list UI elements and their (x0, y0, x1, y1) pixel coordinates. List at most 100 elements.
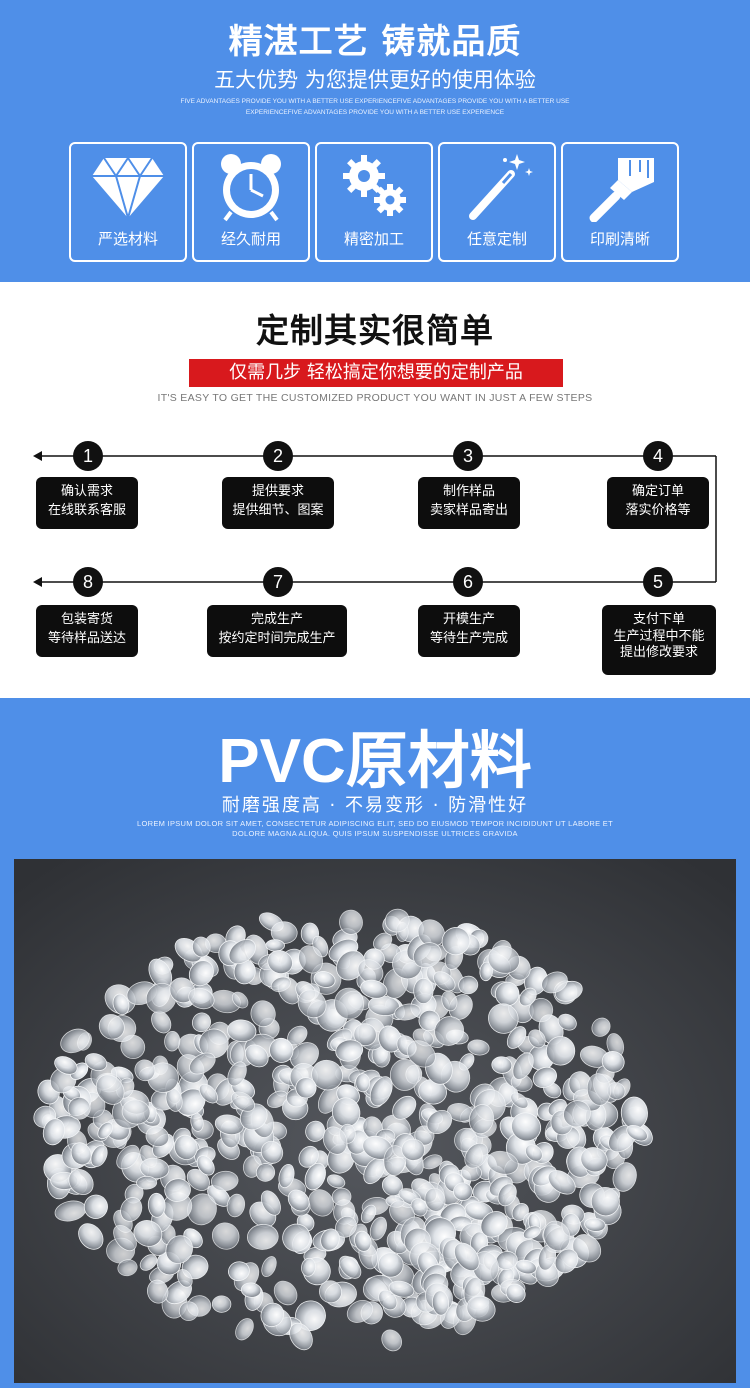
pellet (580, 1147, 608, 1173)
pellet (458, 975, 479, 995)
pellet (112, 993, 130, 1016)
pellet (164, 1031, 181, 1052)
magic-wand-icon (440, 152, 554, 222)
pellet (265, 939, 285, 952)
pellet (431, 1290, 450, 1316)
pellet (441, 990, 458, 1012)
pellet (522, 1225, 541, 1240)
feature-card-material: 严选材料 (69, 142, 187, 262)
pellet (227, 1019, 257, 1043)
pellet (68, 1168, 94, 1196)
pellet (198, 1083, 219, 1104)
pellet (572, 1234, 602, 1263)
pellet (378, 1289, 398, 1311)
pellet (505, 1283, 526, 1303)
pellet (308, 1189, 334, 1217)
pellet (70, 1142, 92, 1166)
pellet (198, 1028, 229, 1059)
step-number: 4 (643, 441, 673, 471)
alarm-clock-icon (194, 152, 308, 222)
feature-card-precision: 精密加工 (315, 142, 433, 262)
pellet (541, 971, 568, 994)
pellet (467, 1039, 490, 1056)
feature-label: 经久耐用 (220, 230, 281, 248)
pellet (591, 1017, 611, 1037)
step-number: 8 (73, 567, 103, 597)
pellet (486, 1150, 519, 1175)
pellet (318, 1280, 343, 1304)
pellet (273, 1280, 298, 1306)
pellet (226, 1193, 246, 1218)
pellet (586, 1073, 611, 1106)
pellet (601, 1051, 625, 1073)
pellet (311, 1059, 343, 1091)
pellet (301, 1257, 316, 1277)
pellet (412, 942, 442, 968)
pellet (354, 1230, 372, 1252)
steps-title: 定制其实很简单 (256, 311, 494, 350)
pellet (83, 1194, 108, 1219)
pellet (247, 1223, 279, 1250)
pellet (480, 1211, 508, 1238)
pellet (322, 1126, 348, 1155)
step-desc: 卖家样品寄出 (429, 503, 508, 518)
paint-brush-icon (563, 152, 677, 222)
step-title: 支付下单 (632, 612, 685, 627)
pellet (378, 1025, 402, 1053)
step-box-requirements: 提供要求 提供细节、图案 (222, 477, 334, 529)
process-flow: 1 2 3 4 5 6 7 8 确认需求 在线联系客服 提供要求 提供细节、图案… (0, 420, 750, 680)
pellet (383, 1145, 406, 1176)
step-title: 确认需求 (60, 484, 113, 499)
pellet (346, 1299, 374, 1323)
pellet (295, 1077, 317, 1099)
pellet (90, 1144, 108, 1167)
pellet (97, 1121, 113, 1140)
pellet (378, 1252, 404, 1278)
pellet (260, 1190, 281, 1216)
pellet (227, 1061, 247, 1087)
pellet (136, 1175, 158, 1190)
feature-card-custom: 任意定制 (438, 142, 556, 262)
pellet (389, 1058, 420, 1091)
pellet (210, 1170, 239, 1192)
pellet (289, 1322, 313, 1351)
pellet (335, 1039, 364, 1062)
pellet (369, 1216, 387, 1241)
step-box-ship: 包装寄货 等待样品送达 (36, 605, 138, 657)
step-box-complete: 完成生产 按约定时间完成生产 (207, 605, 347, 657)
pellet (147, 1192, 166, 1218)
pellet (165, 1235, 193, 1264)
pellet (191, 1012, 212, 1033)
pellet (98, 1014, 125, 1040)
pellet (120, 1197, 143, 1222)
pellet (528, 997, 554, 1023)
pellet (189, 1052, 216, 1075)
step-desc: 生产过程中不能 (613, 629, 705, 644)
pellet (250, 1000, 276, 1028)
pellet (563, 1100, 591, 1128)
pellet (543, 1220, 571, 1252)
pvc-tagline: 耐磨强度高 · 不易变形 · 防滑性好 (221, 795, 529, 816)
pellet (178, 1301, 199, 1322)
pellet (261, 1256, 277, 1278)
pellet (260, 1140, 284, 1164)
pellet (282, 1223, 311, 1252)
step-desc: 等待生产完成 (429, 631, 508, 646)
step-number: 3 (453, 441, 483, 471)
pellet (511, 1112, 542, 1142)
pellet (494, 981, 520, 1007)
pellet (584, 1217, 606, 1232)
pellet (116, 1144, 140, 1170)
pellet (145, 1126, 170, 1148)
pellet (518, 987, 537, 1007)
pellet (406, 1040, 436, 1068)
craft-title: 精湛工艺 铸就品质 (228, 22, 522, 62)
step-box-order: 确定订单 落实价格等 (607, 477, 709, 529)
pvc-pellets-photo (14, 859, 736, 1383)
pellet (164, 1178, 191, 1202)
pellet (245, 1044, 269, 1068)
pellet (176, 1269, 193, 1288)
pellet (287, 1189, 310, 1212)
feature-card-printing: 印刷清晰 (561, 142, 679, 262)
pellet (133, 1220, 163, 1247)
